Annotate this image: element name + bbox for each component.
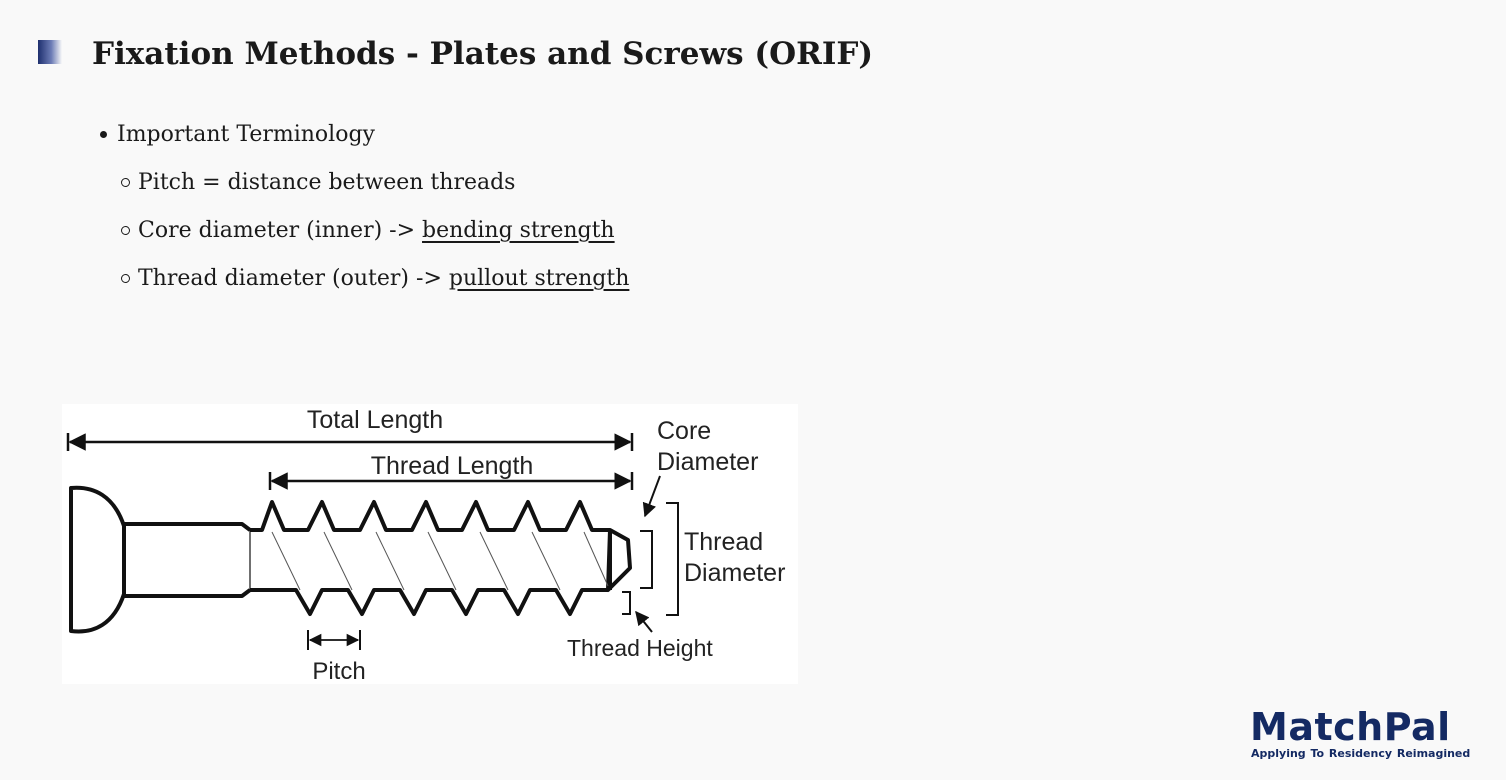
sub-bullet-list: Pitch = distance between threads Core di…: [121, 166, 629, 296]
thread-diameter-line1: Thread: [684, 528, 763, 556]
screw-shape: [69, 485, 632, 634]
hollow-bullet-icon: [121, 178, 130, 187]
logo-wordmark: MatchPal: [1250, 705, 1451, 749]
hollow-bullet-icon: [121, 226, 130, 235]
thread-length-label: Thread Length: [371, 452, 534, 480]
pitch-dimension: Pitch: [307, 630, 366, 684]
sub-bullet-text: Thread diameter (outer) ->: [138, 266, 449, 291]
hollow-bullet-icon: [121, 274, 130, 283]
total-length-label: Total Length: [307, 406, 443, 434]
core-diameter-annotation: Core Diameter: [640, 417, 758, 589]
pullout-strength-emphasis: pullout strength: [448, 266, 630, 291]
thread-diameter-line2: Diameter: [684, 559, 785, 587]
sub-bullet-text: Pitch = distance between threads: [138, 170, 516, 195]
bullet-dot-icon: [100, 131, 107, 138]
total-length-dimension: Total Length: [66, 406, 634, 451]
pitch-label: Pitch: [312, 658, 365, 684]
thread-height-label: Thread Height: [567, 635, 713, 661]
sub-bullet-pitch: Pitch = distance between threads: [121, 166, 629, 200]
matchpal-logo: MatchPal Applying To Residency Reimagine…: [1248, 705, 1474, 765]
thread-height-annotation: Thread Height: [567, 591, 713, 661]
thread-length-dimension: Thread Length: [268, 452, 634, 490]
bullet-text: Important Terminology: [117, 122, 375, 147]
slide-title: Fixation Methods - Plates and Screws (OR…: [92, 36, 874, 72]
bullet-list: Important Terminology Pitch = distance b…: [100, 118, 629, 310]
logo-tagline: Applying To Residency Reimagined: [1251, 747, 1471, 760]
sub-bullet-thread-diameter: Thread diameter (outer) -> pullout stren…: [121, 262, 629, 296]
title-marker-icon: [38, 40, 62, 64]
thread-helix-lines: [271, 531, 609, 591]
bending-strength-emphasis: bending strength: [422, 218, 615, 243]
sub-bullet-core-diameter: Core diameter (inner) -> bending strengt…: [121, 214, 629, 248]
thread-diameter-annotation: Thread Diameter: [666, 502, 785, 616]
bullet-important-terminology: Important Terminology: [100, 118, 629, 152]
sub-bullet-text: Core diameter (inner) ->: [138, 218, 423, 243]
sub-bullet-group: Pitch = distance between threads Core di…: [100, 166, 629, 296]
screw-diagram: Total Length Thread Length: [62, 404, 798, 684]
core-label-line2: Diameter: [657, 448, 758, 476]
core-label-line1: Core: [657, 417, 711, 445]
screw-diagram-svg: Total Length Thread Length: [66, 406, 785, 684]
